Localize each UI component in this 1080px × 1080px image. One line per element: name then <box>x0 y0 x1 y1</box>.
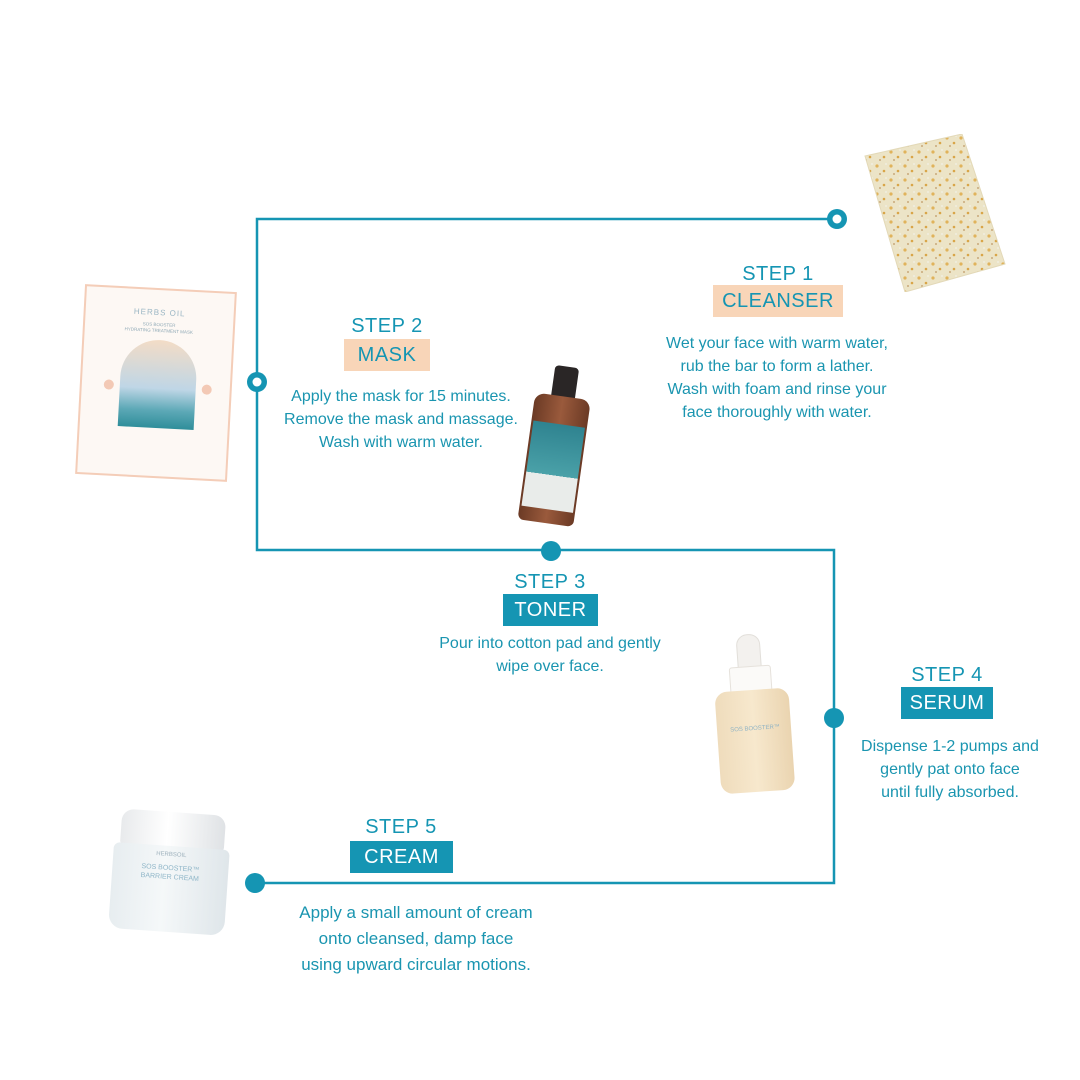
serum-dropper-icon: SOS BOOSTER™ <box>707 631 800 796</box>
step-5-node <box>245 873 265 893</box>
cream-jar-icon: HERBSOIL SOS BOOSTER™ BARRIER CREAM <box>104 808 236 940</box>
step-2-description: Apply the mask for 15 minutes. Remove th… <box>284 388 518 451</box>
sheet-mask-icon: HERBS OIL SOS BOOSTER HYDRATING TREATMEN… <box>75 284 237 482</box>
step-4-name: SERUM <box>901 687 993 719</box>
step-4-node <box>824 708 844 728</box>
step-3-number: STEP 3 <box>514 571 586 593</box>
mask-title: SOS BOOSTER HYDRATING TREATMENT MASK <box>124 321 194 335</box>
step-1-name: CLEANSER <box>713 285 843 317</box>
step-5-number: STEP 5 <box>365 816 437 838</box>
step-2-name: MASK <box>344 339 430 371</box>
step-1-number: STEP 1 <box>742 263 814 285</box>
step-3-description: Pour into cotton pad and gently wipe ove… <box>439 635 661 675</box>
step-2-number: STEP 2 <box>351 315 423 337</box>
soap-bar-icon <box>860 133 1008 293</box>
step-2-node <box>247 372 267 392</box>
step-5-description: Apply a small amount of cream onto clean… <box>299 903 533 974</box>
step-5-name: CREAM <box>350 841 453 873</box>
step-3-name: TONER <box>503 594 598 626</box>
step-1-node <box>827 209 847 229</box>
step-4-description: Dispense 1-2 pumps and gently pat onto f… <box>861 738 1039 801</box>
step-3-node <box>541 541 561 561</box>
step-4-number: STEP 4 <box>911 664 983 686</box>
step-1-description: Wet your face with warm water, rub the b… <box>666 335 888 421</box>
